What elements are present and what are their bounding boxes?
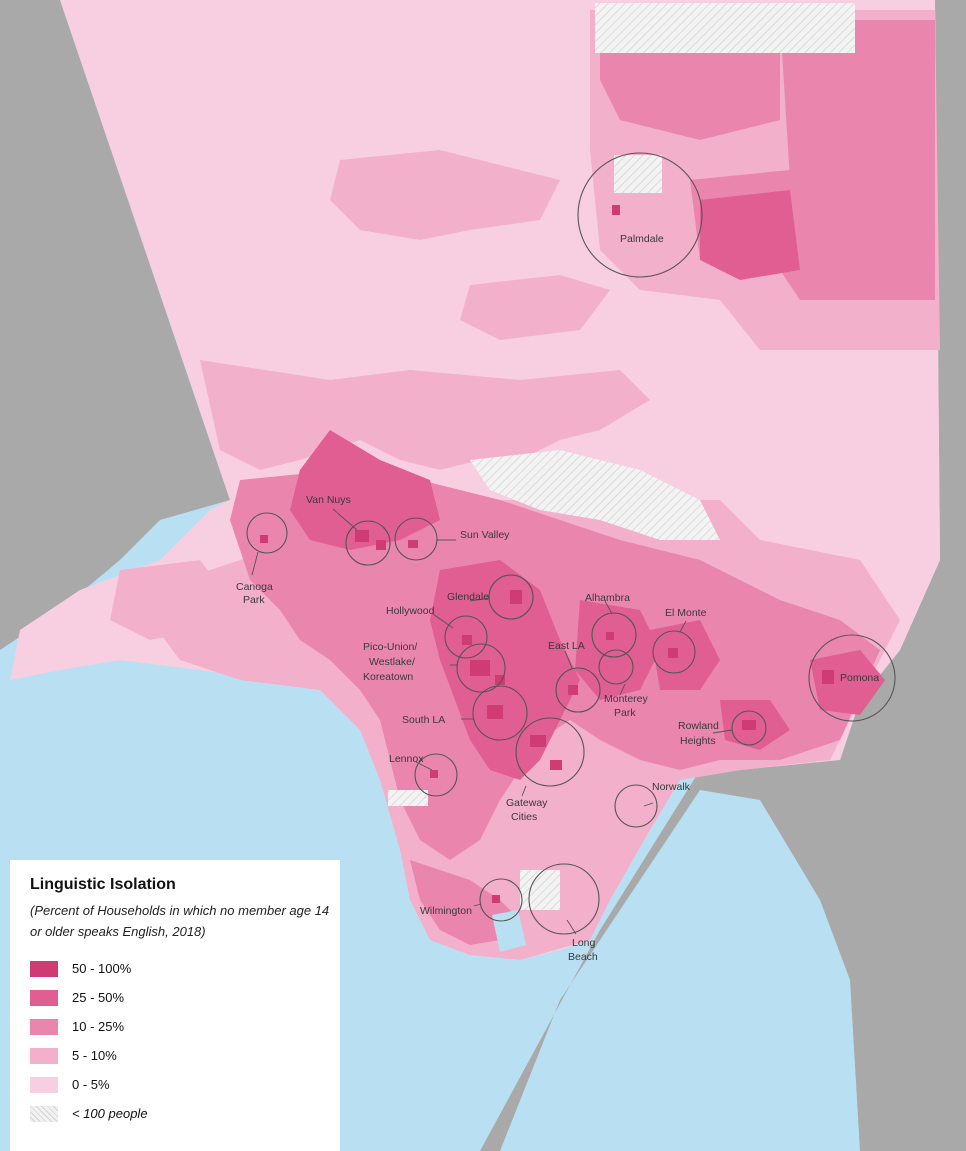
legend-item-25-50: 25 - 50% <box>30 983 340 1012</box>
legend-title: Linguistic Isolation <box>30 876 176 893</box>
highlight-circles <box>246 152 896 935</box>
legend-label: 10 - 25% <box>72 1019 125 1034</box>
legend-label: 50 - 100% <box>72 961 132 976</box>
legend-swatch <box>30 1076 58 1093</box>
legend-label: < 100 people <box>72 1106 148 1121</box>
label-canoga-park: Park <box>243 594 265 606</box>
label-van-nuys: Van Nuys <box>306 494 351 506</box>
label-rowland: Rowland <box>678 720 719 732</box>
label-el-monte: El Monte <box>665 607 707 619</box>
label-hollywood: Hollywood <box>386 605 435 617</box>
label-pomona: Pomona <box>840 672 879 684</box>
legend-item-50-100: 50 - 100% <box>30 954 340 983</box>
legend-item-under-100: < 100 people <box>30 1099 340 1128</box>
legend-label: 25 - 50% <box>72 990 125 1005</box>
label-canoga: Canoga <box>236 581 273 593</box>
regions-under-100 <box>388 3 855 910</box>
legend-item-10-25: 10 - 25% <box>30 1012 340 1041</box>
label-pico-union: Pico-Union/ <box>363 641 417 653</box>
legend-swatch <box>30 1018 58 1035</box>
leader-lines <box>251 508 733 935</box>
legend-label: 5 - 10% <box>72 1048 117 1063</box>
neighbor-county-east <box>480 0 966 1151</box>
label-east-la: East LA <box>548 640 585 652</box>
label-long-beach: Beach <box>568 951 598 963</box>
legend-item-5-10: 5 - 10% <box>30 1041 340 1070</box>
label-monterey-park: Park <box>614 707 636 719</box>
legend-swatch-hatch <box>30 1105 58 1122</box>
legend-label: 0 - 5% <box>72 1077 110 1092</box>
legend-item-0-5: 0 - 5% <box>30 1070 340 1099</box>
label-westlake: Westlake/ <box>369 656 415 668</box>
label-glendale: Glendale <box>447 591 489 603</box>
neighbor-county-ventura <box>0 0 230 650</box>
place-labels: Palmdale Van Nuys Sun Valley Canoga Park… <box>236 233 879 963</box>
label-wilmington: Wilmington <box>420 905 472 917</box>
label-south-la: South LA <box>402 714 445 726</box>
label-palmdale: Palmdale <box>620 233 664 245</box>
label-monterey: Monterey <box>604 693 649 705</box>
label-norwalk: Norwalk <box>652 781 691 793</box>
regions-50-100 <box>260 205 834 903</box>
legend-subtitle: (Percent of Households in which no membe… <box>30 903 330 939</box>
label-gateway: Gateway <box>506 797 548 809</box>
label-lennox: Lennox <box>389 753 424 765</box>
legend-swatch <box>30 960 58 977</box>
label-sun-valley: Sun Valley <box>460 529 510 541</box>
label-rowland-heights: Heights <box>680 735 716 747</box>
legend: Linguistic Isolation (Percent of Househo… <box>10 860 340 1151</box>
legend-swatch <box>30 989 58 1006</box>
label-long: Long <box>572 937 596 949</box>
label-gateway-cities: Cities <box>511 811 537 823</box>
label-alhambra: Alhambra <box>585 592 630 604</box>
legend-swatch <box>30 1047 58 1064</box>
label-koreatown: Koreatown <box>363 671 413 683</box>
